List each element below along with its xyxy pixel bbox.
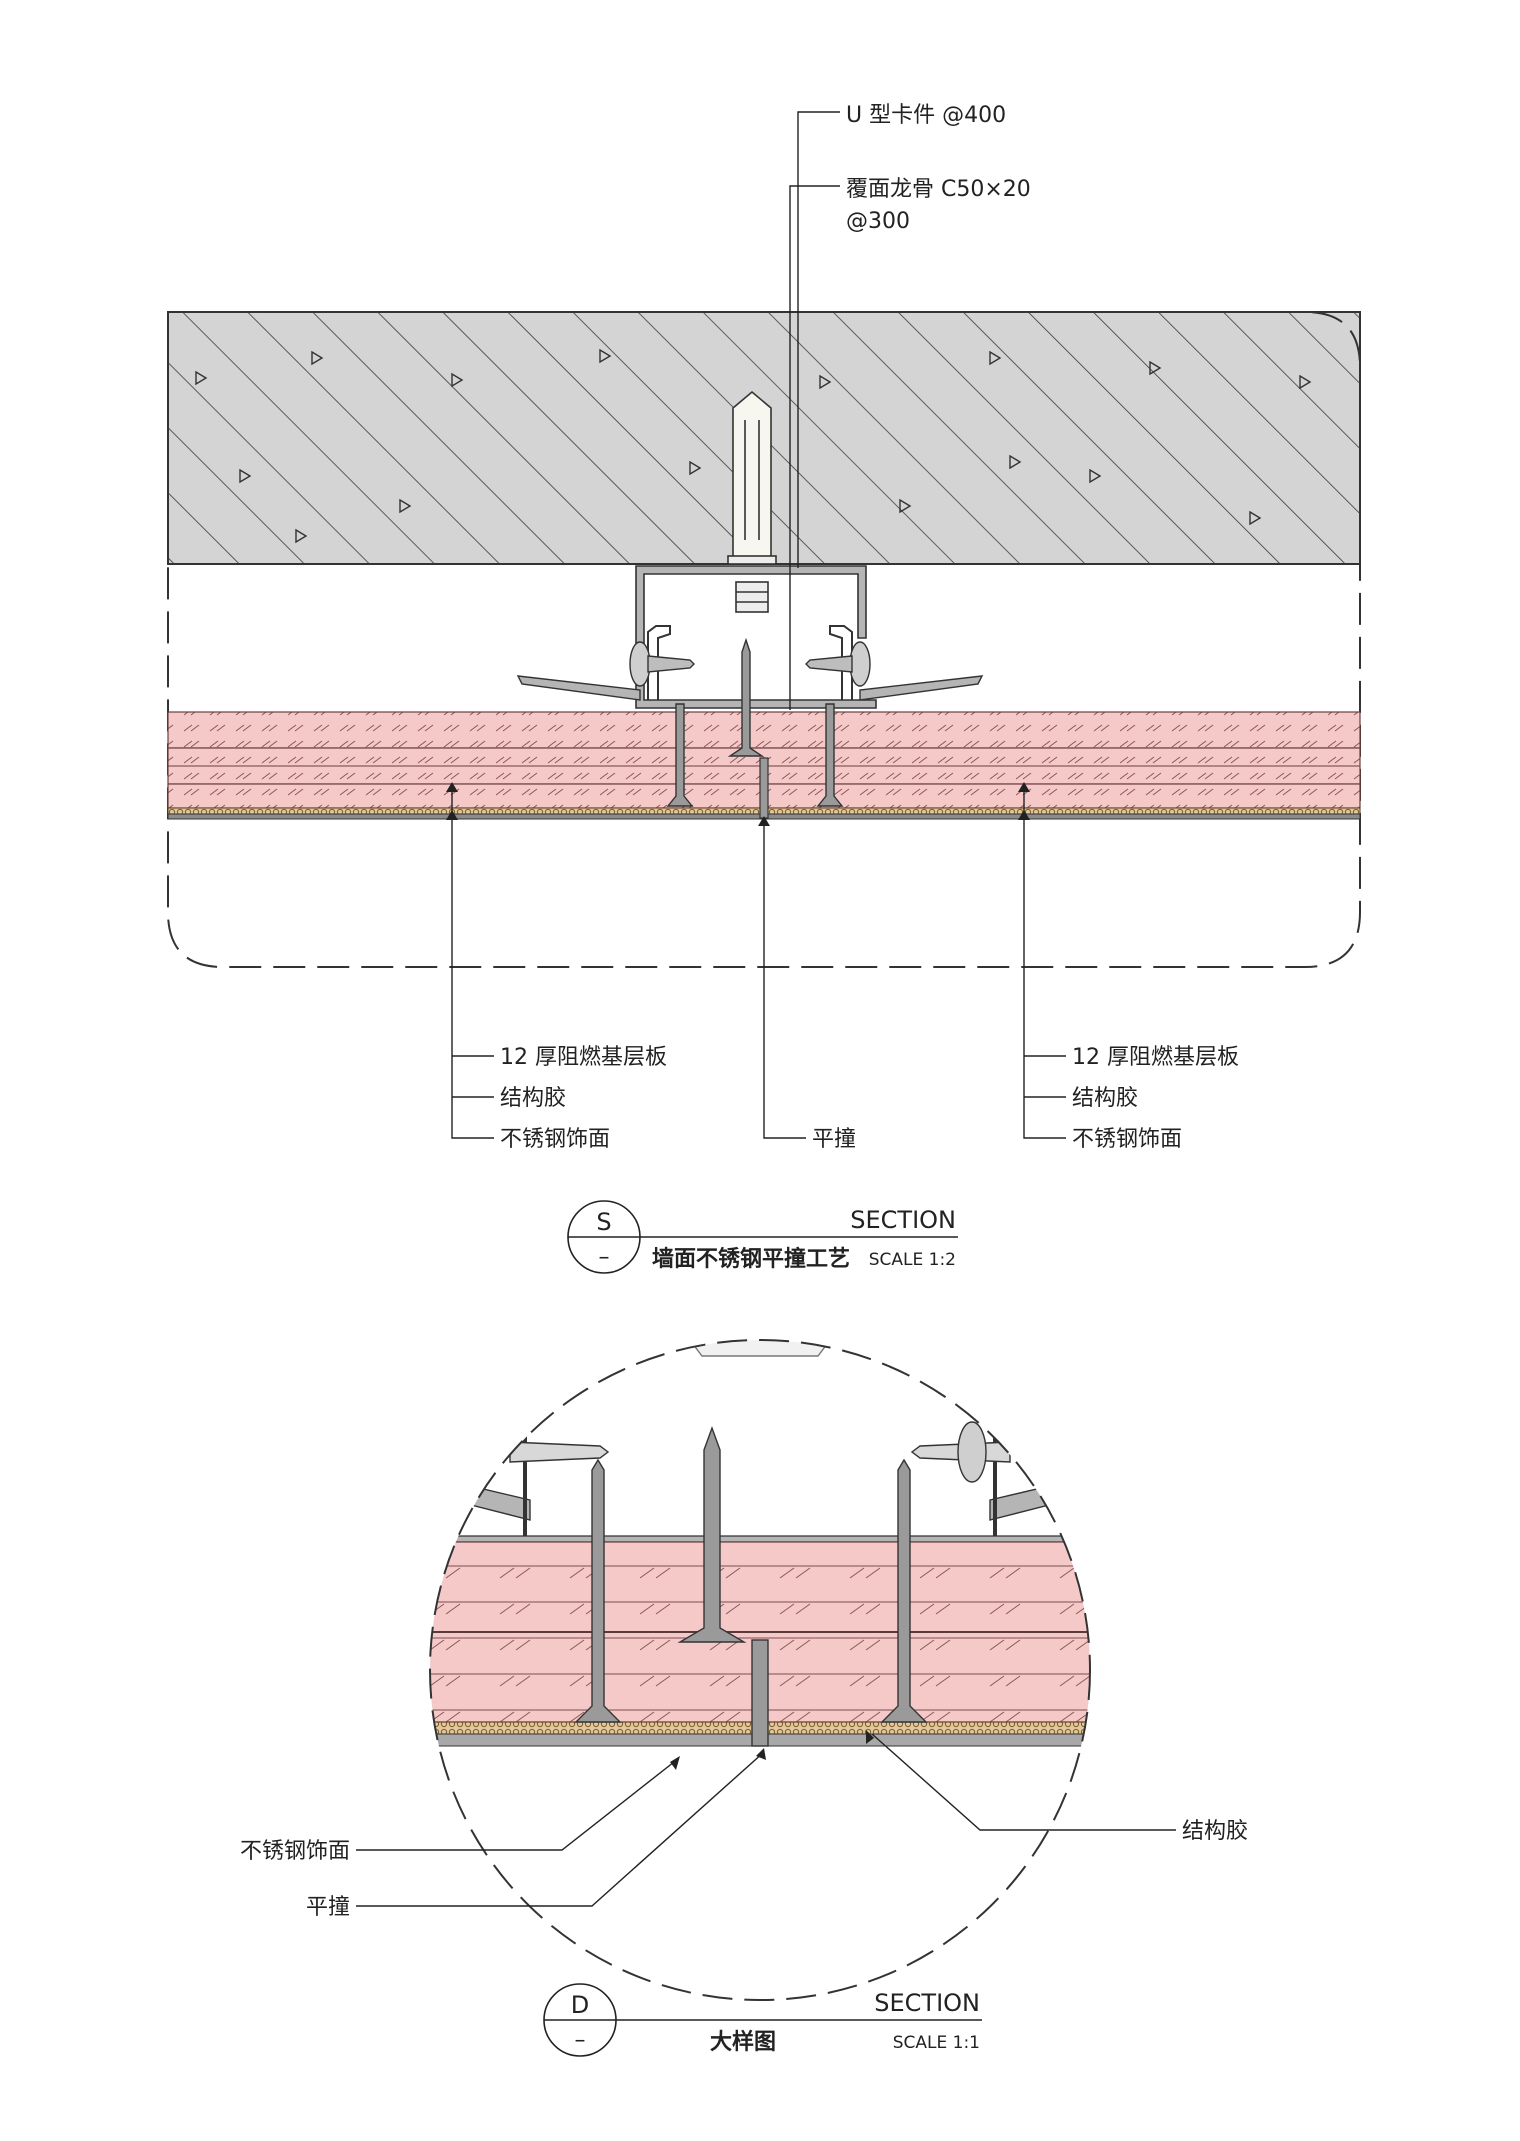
section-s-assembly [167, 311, 1361, 968]
u-clip [647, 625, 853, 700]
bottom-leaders [451, 784, 1066, 1139]
detail-label-glue: 结构胶 [1182, 1819, 1248, 1844]
label-left-board: 12 厚阻燃基层板 [500, 1045, 667, 1070]
label-channel-line2: @300 [846, 209, 910, 234]
flush-joint [759, 757, 769, 819]
detail-region-outline [167, 311, 1361, 968]
side-screw-left [629, 641, 695, 687]
title-s-scale: SCALE 1:2 [869, 1250, 956, 1270]
title-s-sub: – [599, 1245, 610, 1270]
label-u-clip: U 型卡件 @400 [846, 103, 1006, 128]
label-right-glue: 结构胶 [1072, 1086, 1138, 1111]
fastener-screws [666, 637, 844, 807]
title-block-d [543, 1983, 982, 2057]
title-d-letter: D [571, 1991, 589, 2019]
label-channel-line1: 覆面龙骨 C50×20 [846, 177, 1031, 202]
title-block-s [567, 1200, 958, 1274]
label-right-stainless: 不锈钢饰面 [1072, 1127, 1182, 1152]
expansion-anchor [727, 390, 777, 613]
title-s-name: 墙面不锈钢平撞工艺 [652, 1246, 850, 1272]
clip-wing-left [516, 675, 641, 701]
detail-label-stainless: 不锈钢饰面 [240, 1839, 350, 1864]
leader-arrows [446, 782, 1030, 826]
label-right-board: 12 厚阻燃基层板 [1072, 1045, 1239, 1070]
detail-d-view [430, 1340, 1090, 2000]
title-d-section: SECTION [874, 1989, 980, 2017]
label-left-stainless: 不锈钢饰面 [500, 1127, 610, 1152]
top-leaders [789, 111, 840, 710]
detail-arrows [670, 1730, 874, 1770]
detail-leaders [356, 1733, 1176, 1907]
title-d-name: 大样图 [710, 2029, 776, 2055]
side-screw-right [805, 641, 871, 687]
clip-wing-right [859, 675, 984, 701]
u-channel-keel [635, 565, 877, 709]
label-center-joint: 平撞 [812, 1127, 856, 1152]
detail-label-joint: 平撞 [306, 1895, 350, 1920]
board-layer-1 [167, 711, 1361, 749]
concrete-aggregate [195, 348, 1312, 544]
title-d-sub: – [575, 2028, 586, 2053]
detail-circle-outline [429, 1339, 1091, 2001]
title-s-section: SECTION [850, 1206, 956, 1234]
title-s-letter: S [596, 1208, 611, 1236]
label-left-glue: 结构胶 [500, 1086, 566, 1111]
title-d-scale: SCALE 1:1 [893, 2033, 980, 2053]
